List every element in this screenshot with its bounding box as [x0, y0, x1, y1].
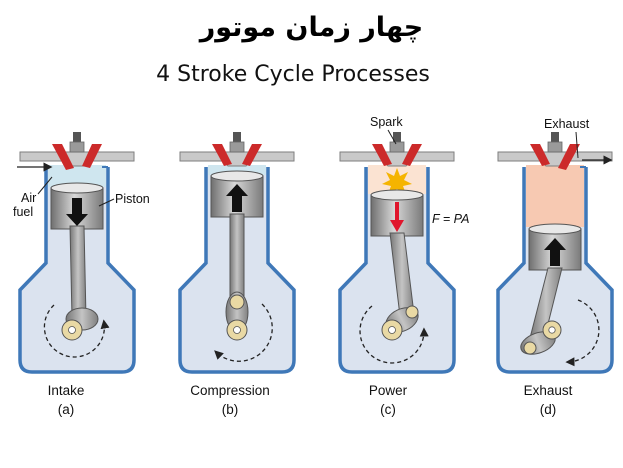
stage-letter: (c)	[380, 402, 396, 417]
spark-plug-top	[551, 132, 559, 144]
intake-charge	[48, 165, 106, 187]
rotation-arrow	[43, 304, 110, 358]
stage-exhaust: Exhaust Exhaust (d)	[496, 117, 614, 417]
fuel-label: fuel	[13, 205, 33, 219]
intake-valve	[52, 144, 74, 170]
intake-valve	[530, 144, 550, 166]
stage-letter: (b)	[222, 402, 239, 417]
exhaust-valve	[242, 144, 262, 166]
connecting-rod	[69, 225, 87, 319]
intake-valve	[212, 144, 232, 166]
stage-label: Power	[369, 383, 408, 398]
stage-label: Compression	[190, 383, 270, 398]
stage-letter: (a)	[58, 402, 75, 417]
rotation-arrow	[214, 303, 273, 362]
motion-arrow	[544, 238, 566, 266]
spark-plug-top	[393, 132, 401, 144]
persian-title: چهار زمان موتور	[199, 12, 424, 43]
force-label: F = PA	[432, 212, 469, 226]
motion-arrow	[66, 198, 88, 226]
intake-valve	[372, 144, 392, 166]
force-arrow	[390, 202, 404, 232]
spark-label: Spark	[370, 115, 403, 129]
exhaust-valve	[558, 144, 580, 170]
stage-letter: (d)	[540, 402, 557, 417]
piston-label: Piston	[115, 192, 150, 206]
connecting-rod	[229, 213, 245, 306]
stage-label: Intake	[48, 383, 85, 398]
stage-label: Exhaust	[524, 383, 573, 398]
stage-compression: Compression (b)	[178, 132, 296, 417]
exhaust-valve	[402, 144, 422, 166]
motion-arrow	[226, 184, 248, 212]
rotation-arrow	[565, 299, 600, 367]
spark-plug-top	[73, 132, 81, 144]
spark-plug-top	[233, 132, 241, 144]
air-label: Air	[21, 191, 36, 205]
exhaust-gas	[526, 165, 584, 227]
exhaust-label: Exhaust	[544, 117, 590, 131]
stage-intake: Air fuel Piston Intake (a)	[13, 132, 150, 417]
page-title: 4 Stroke Cycle Processes	[156, 62, 430, 87]
stage-power: Spark F = PA Power (c)	[338, 115, 469, 417]
rotation-arrow	[359, 305, 429, 364]
exhaust-valve	[82, 144, 102, 168]
intake-charge	[208, 165, 266, 175]
spark-burst	[382, 168, 412, 194]
